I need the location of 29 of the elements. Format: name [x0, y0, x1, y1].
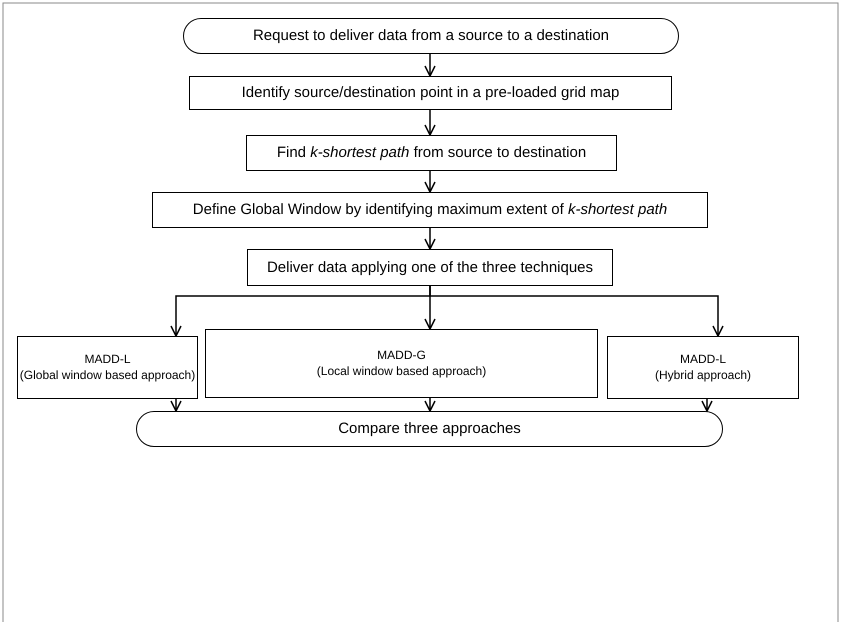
terminal-box	[136, 411, 723, 447]
terminal-box	[183, 18, 679, 54]
arrow	[701, 399, 713, 412]
box-label: Compare three approaches	[338, 419, 521, 439]
arrow	[424, 110, 436, 136]
box-label: Deliver data applying one of the three techniques	[266, 258, 594, 278]
arrow	[424, 171, 436, 193]
process-box	[152, 192, 708, 228]
process-box	[607, 336, 799, 399]
process-box	[17, 336, 198, 399]
box-label: MADD-L	[680, 352, 726, 368]
box-label: MADD-L	[84, 352, 130, 368]
process-box	[246, 135, 617, 171]
arrow	[424, 228, 436, 250]
arrow	[424, 54, 436, 77]
arrow	[170, 399, 182, 412]
arrow	[424, 398, 436, 412]
box-text: (Local window based approach)	[316, 364, 486, 380]
box-label: MADD-G	[377, 348, 426, 364]
process-box	[247, 249, 613, 286]
box-text: (Global window based approach)	[20, 368, 196, 384]
box-label: Request to deliver data from a source to a destination	[252, 26, 610, 46]
box-label: Identify source/destination point in a pre-loaded grid map	[242, 83, 620, 103]
arrow	[429, 286, 724, 337]
process-box	[205, 329, 598, 398]
box-label: Define Global Window by identifying maximum extent of k-shortest path	[192, 200, 668, 220]
box-text: (Hybrid approach)	[654, 368, 752, 384]
box-label: Find k-shortest path from source to destination	[276, 143, 586, 163]
process-box	[189, 76, 672, 110]
